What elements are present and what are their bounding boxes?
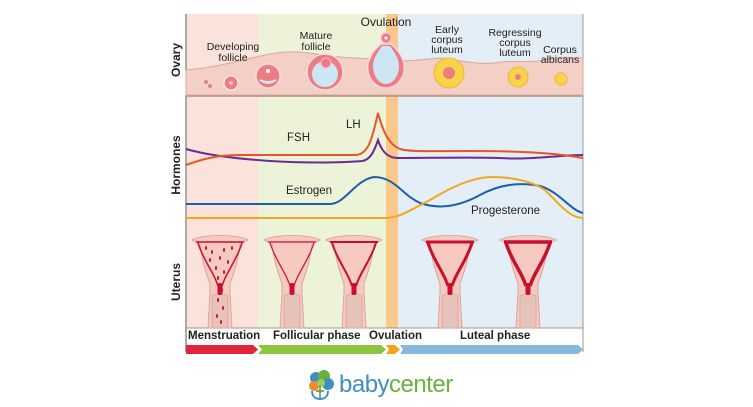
label-developing-follicle-1: Developing: [207, 41, 260, 53]
label-mature-follicle-1: Mature: [300, 30, 333, 42]
progesterone-curve: [186, 175, 584, 220]
lh-curve: [185, 112, 584, 166]
cervix: [519, 293, 537, 329]
menstrual-blood-drop: [217, 276, 219, 280]
label-lh: LH: [346, 119, 361, 131]
label-corpus-albicans-1: Corpus: [543, 44, 577, 56]
label-corpus-albicans-2: albicans: [541, 54, 580, 66]
brand-baby: baby: [339, 371, 390, 398]
menstrual-blood-drop: [219, 256, 221, 260]
menstrual-blood-drop: [215, 266, 217, 270]
menstruation-arrow: [186, 345, 258, 354]
endometrium-lining: [426, 240, 474, 287]
menstrual-blood-drop: [227, 260, 229, 264]
label-progesterone: Progesterone: [471, 205, 540, 217]
label-estrogen: Estrogen: [286, 185, 332, 197]
menstrual-blood-drop: [221, 288, 223, 292]
menstrual-blood-drop: [211, 250, 213, 254]
label-mature-follicle-2: follicle: [301, 41, 330, 53]
early-corpus-luteum-core: [443, 67, 455, 79]
cervical-canal: [217, 283, 223, 295]
cervix: [211, 293, 229, 329]
uterus-menstruation: [191, 235, 249, 329]
developing-follicle-oocyte: [229, 81, 233, 85]
fsh-curve: [185, 136, 584, 164]
secondary-follicle: [255, 63, 281, 89]
cervical-canal: [289, 283, 295, 295]
menstrual-blood-drop: [216, 314, 218, 318]
menstrual-blood-drop: [220, 320, 222, 324]
label-early-corpus-luteum-1: Early: [435, 24, 460, 36]
cervix: [345, 293, 363, 329]
row-label-uterus: Uterus: [169, 263, 183, 301]
cervix: [441, 293, 459, 329]
luteal-arrow: [400, 345, 583, 354]
cervix: [283, 293, 301, 329]
mature-follicle-oocyte: [320, 57, 332, 69]
babycenter-logo[interactable]: babycenter: [306, 368, 453, 402]
menstrual-blood-drop: [217, 298, 219, 302]
label-fsh: FSH: [287, 132, 310, 144]
mature-follicle-antrum: [312, 61, 338, 87]
secondary-follicle-antrum: [259, 79, 277, 84]
row-label-ovary: Ovary: [169, 43, 183, 77]
corpus-albicans: [554, 72, 568, 86]
label-developing-follicle-2: follicle: [218, 52, 247, 64]
uterus-illustrations: [191, 235, 557, 329]
endometrium-lining: [196, 241, 244, 287]
primordial-follicle: [208, 84, 212, 88]
phase-label-ovulation: Ovulation: [369, 330, 422, 342]
cervical-canal: [525, 283, 531, 295]
menstrual-blood-drop: [223, 270, 225, 274]
label-early-corpus-luteum-3: luteum: [431, 44, 463, 56]
regressing-corpus-luteum-core: [515, 74, 521, 80]
cervical-canal: [447, 283, 453, 295]
uterus-body: [263, 235, 321, 329]
menstrual-blood-drop: [231, 246, 233, 250]
ovulation-arrow: [386, 345, 400, 354]
phase-label-luteal: Luteal phase: [460, 330, 530, 342]
cervical-canal: [351, 283, 357, 295]
endometrium-lining: [504, 240, 552, 287]
uterus-body: [191, 235, 249, 329]
uterus-late-luteal: [499, 235, 557, 329]
uterus-early-follicular: [263, 235, 321, 329]
menstrual-blood-drop: [209, 258, 211, 262]
label-regressing-corpus-luteum-1: Regressing: [488, 27, 541, 39]
label-ovulation: Ovulation: [361, 15, 412, 29]
phase-label-follicular: Follicular phase: [273, 330, 361, 342]
menstrual-blood-drop: [205, 246, 207, 250]
ovulating-follicle-fluid: [373, 46, 399, 84]
brand-center: center: [389, 371, 453, 398]
uterus-body: [325, 235, 383, 329]
tree-icon: [309, 370, 334, 401]
label-regressing-corpus-luteum-3: luteum: [499, 47, 531, 59]
follicular-arrow: [258, 345, 386, 354]
endometrium-lining: [268, 241, 316, 287]
uterus-late-follicular: [325, 235, 383, 329]
row-label-hormones: Hormones: [169, 135, 183, 195]
brand-wordmark: babycenter: [339, 373, 453, 397]
menstrual-blood-drop: [223, 248, 225, 252]
menstrual-blood-drop: [222, 306, 224, 310]
phase-label-menstruation: Menstruation: [188, 330, 260, 342]
label-early-corpus-luteum-2: corpus: [431, 34, 463, 46]
label-regressing-corpus-luteum-2: corpus: [499, 37, 531, 49]
endometrium-lining: [330, 241, 378, 287]
uterus-early-luteal: [421, 235, 479, 329]
secondary-follicle-oocyte: [266, 69, 270, 73]
primordial-follicle: [204, 80, 208, 84]
released-oocyte-nucleus: [384, 36, 388, 40]
